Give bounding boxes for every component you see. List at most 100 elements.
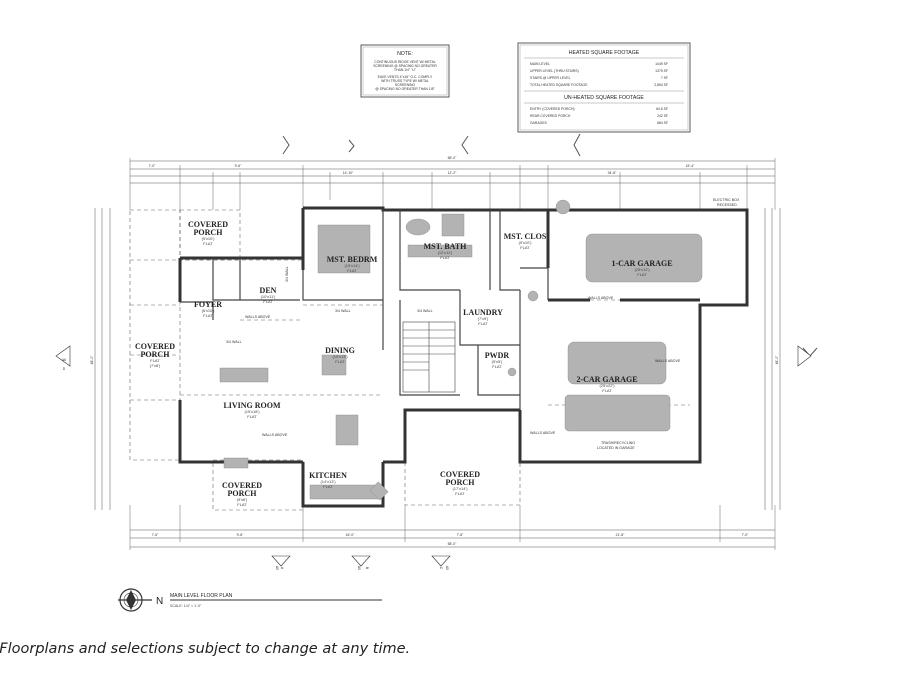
room-mst-bath: MST. BATH (12'x11') FLAT — [424, 242, 468, 260]
room-flat: FLAT — [492, 364, 502, 369]
note-line: SCREENING @ SPACING NO GREATER — [373, 64, 437, 68]
room-dim: (19'x18') — [244, 409, 260, 414]
heated-row-value: 1449 SF — [655, 62, 668, 66]
room-name: COVERED — [135, 342, 175, 351]
room-name: PORCH — [194, 228, 224, 237]
room-name: DINING — [325, 346, 355, 355]
dimension-lines-bottom: 58'-0" 7'-6" 9'-6" 16'-0" 7'-8" 21'-8" 7… — [129, 505, 776, 550]
room-flat: FLAT — [347, 268, 357, 273]
note-line: CONTINUOUS RIDGE VENT W/ METAL — [374, 60, 436, 64]
room-labels: COVERED PORCH (9'x10') FLAT COVERED PORC… — [135, 220, 673, 507]
fixtures — [219, 199, 703, 501]
section-sheet: A5 — [445, 566, 449, 570]
left-overall-dimension: 48'-0" — [90, 355, 94, 364]
room-dim: (9'x10') — [202, 236, 216, 241]
note-trash: LOCATED IN GARAGE — [597, 446, 635, 450]
bottom-dim-segment: 16'-0" — [346, 533, 355, 537]
overall-bottom-dimension: 58'-0" — [448, 542, 457, 546]
unheated-row-label: REAR COVERED PORCH — [530, 114, 571, 118]
note-walls-above: WALLS ABOVE — [588, 296, 614, 300]
kitchen-counter — [309, 484, 381, 500]
room-flat: FLAT — [203, 241, 213, 246]
room-flat: FLAT — [602, 388, 612, 393]
walls — [178, 206, 749, 508]
room-dim: (7'x9') — [478, 316, 489, 321]
room-dim: (25'x22') — [599, 383, 615, 388]
section-marker-c: C A5 — [431, 555, 451, 570]
room-foyer: FOYER (6'x10') FLAT — [194, 300, 222, 318]
square-footage-box: HEATED SQUARE FOOTAGE MAIN LEVEL 1449 SF… — [517, 42, 691, 133]
heated-row-label: STAIRS @ UPPER LEVEL — [530, 76, 571, 80]
room-name: DEN — [260, 286, 277, 295]
room-name: LAUNDRY — [463, 308, 503, 317]
section-sheet: A5 — [275, 566, 279, 570]
water-heater — [555, 199, 571, 215]
room-dim: (12'x11') — [438, 250, 453, 255]
stairs — [402, 321, 456, 393]
bottom-dim-segment: 9'-6" — [237, 533, 245, 537]
car-garage-2a — [567, 341, 667, 385]
note-walls-above: WALLS ABOVE — [655, 359, 681, 363]
heated-row-value: 1375 SF — [655, 69, 668, 73]
room-flat: FLAT — [440, 255, 450, 260]
room-flat: (7'x8') — [150, 363, 161, 368]
heated-row-label: MAIN LEVEL — [530, 62, 550, 66]
section-marker-a: A A5 — [271, 555, 291, 570]
heated-row-value: 2,854 SF — [654, 83, 668, 87]
room-flat: FLAT — [455, 491, 465, 496]
porch-bench — [223, 457, 249, 469]
room-dim: (15'x14') — [344, 263, 360, 268]
bottom-dim-segment: 7'-6" — [152, 533, 160, 537]
note-box: NOTE: CONTINUOUS RIDGE VENT W/ METAL SCR… — [360, 44, 450, 98]
heated-row-value: 7 SF — [661, 76, 668, 80]
note-line: SCREENING — [395, 83, 416, 87]
unheated-title: UN-HEATED SQUARE FOOTAGE — [564, 95, 644, 101]
note-title: NOTE: — [397, 51, 413, 57]
top-dim-segment: 15'-4" — [686, 164, 695, 168]
toilet — [507, 367, 517, 377]
title-block: N MAIN LEVEL FLOOR PLAN SCALE: 1/4" = 1'… — [118, 588, 382, 612]
bed — [317, 224, 371, 274]
room-flat: FLAT — [247, 414, 257, 419]
section-marker-d: A6 D — [55, 345, 71, 371]
room-flat: FLAT — [263, 299, 273, 304]
sofa — [219, 367, 269, 383]
note-line: WITH TRUSS TYPE W/ METAL — [381, 79, 429, 83]
note-half-wall: 3/4 WALL — [417, 309, 433, 313]
bathtub — [405, 218, 431, 236]
section-label: C — [439, 567, 443, 570]
room-name: PORCH — [141, 350, 171, 359]
dimension-lines-sides: 48'-0" 48'-0" — [90, 208, 781, 510]
room-living-room: LIVING ROOM (19'x18') FLAT — [223, 401, 281, 419]
room-dim: (9'x10') — [519, 240, 533, 245]
room-name: FOYER — [194, 300, 222, 309]
plan-scale: SCALE: 1/4" = 1'-0" — [170, 604, 202, 608]
unheated-row-value: 242 SF — [657, 114, 668, 118]
top-dim-segment: 7'-0" — [149, 164, 157, 168]
disclaimer-text: *Floorplans and selections subject to ch… — [0, 641, 411, 657]
note-half-wall: 3/4 WALL — [285, 266, 289, 282]
note-line: THAN 1/4" "U" — [394, 68, 417, 72]
top-dim-segment: 12'-2" — [448, 171, 457, 175]
bottom-dim-segment: 21'-8" — [616, 533, 625, 537]
room-dim: (9'x6') — [237, 497, 248, 502]
room-dim: FLAT — [150, 358, 160, 363]
section-label: B — [365, 567, 369, 570]
bottom-dim-segment: 7'-0" — [742, 533, 750, 537]
note-trash: TRASH/RECYCLING — [601, 441, 635, 445]
room-name: COVERED — [222, 481, 262, 490]
room-dim: (10'x11') — [261, 294, 276, 299]
dimension-lines-top: 58'-0" 7'-0" 9'-6" 14'-10" 12'-2" 34'-8"… — [129, 156, 776, 210]
room-name: MST. CLOS — [504, 232, 547, 241]
room-name: PORCH — [446, 478, 476, 487]
room-covered-porch-w: COVERED PORCH FLAT (7'x8') — [135, 342, 175, 368]
car-garage-2b — [564, 394, 671, 432]
plan-notes: WALLS ABOVE WALLS ABOVE WALLS ABOVE WALL… — [226, 198, 740, 450]
note-line: EAVE VENTS 4"x16" O.C. COMPLY — [378, 75, 433, 79]
note-electric-box: RECESSED — [717, 203, 737, 207]
section-sheet: D — [63, 367, 66, 371]
room-garage-1: 1-CAR GARAGE (25'x12') FLAT — [611, 259, 672, 277]
unheated-row-label: ENTRY (COVERED PORCH) — [530, 107, 575, 111]
unheated-row-value: 684 SF — [657, 121, 668, 125]
room-flat: FLAT — [520, 245, 530, 250]
